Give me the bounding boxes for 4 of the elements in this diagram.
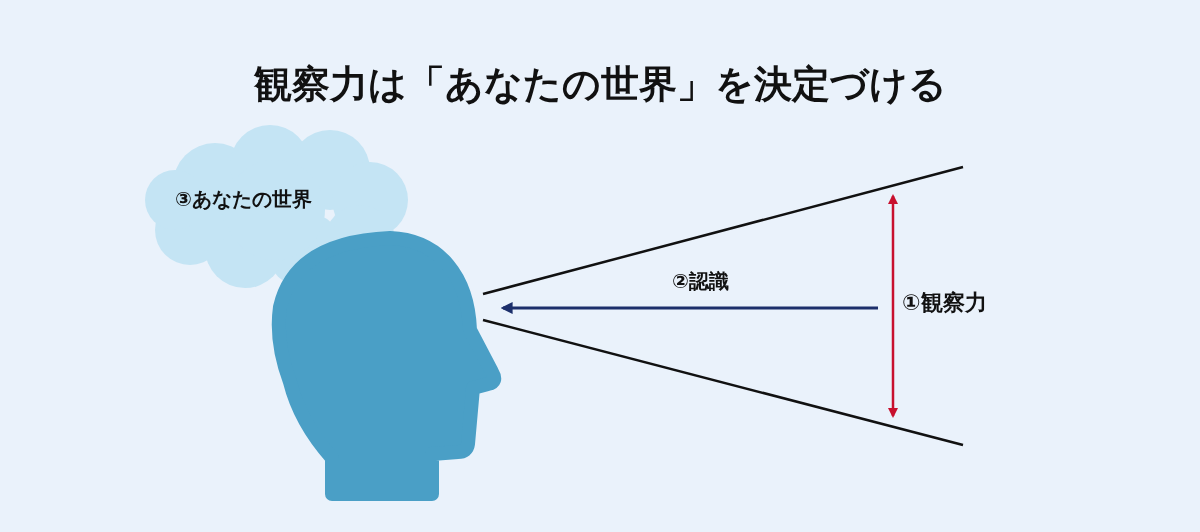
cloud-text: ③あなたの世界 bbox=[175, 186, 312, 213]
title: 観察力は「あなたの世界」を決定づける bbox=[252, 61, 948, 108]
measure-label: ①観察力 bbox=[902, 289, 987, 317]
arrow bbox=[500, 302, 878, 314]
